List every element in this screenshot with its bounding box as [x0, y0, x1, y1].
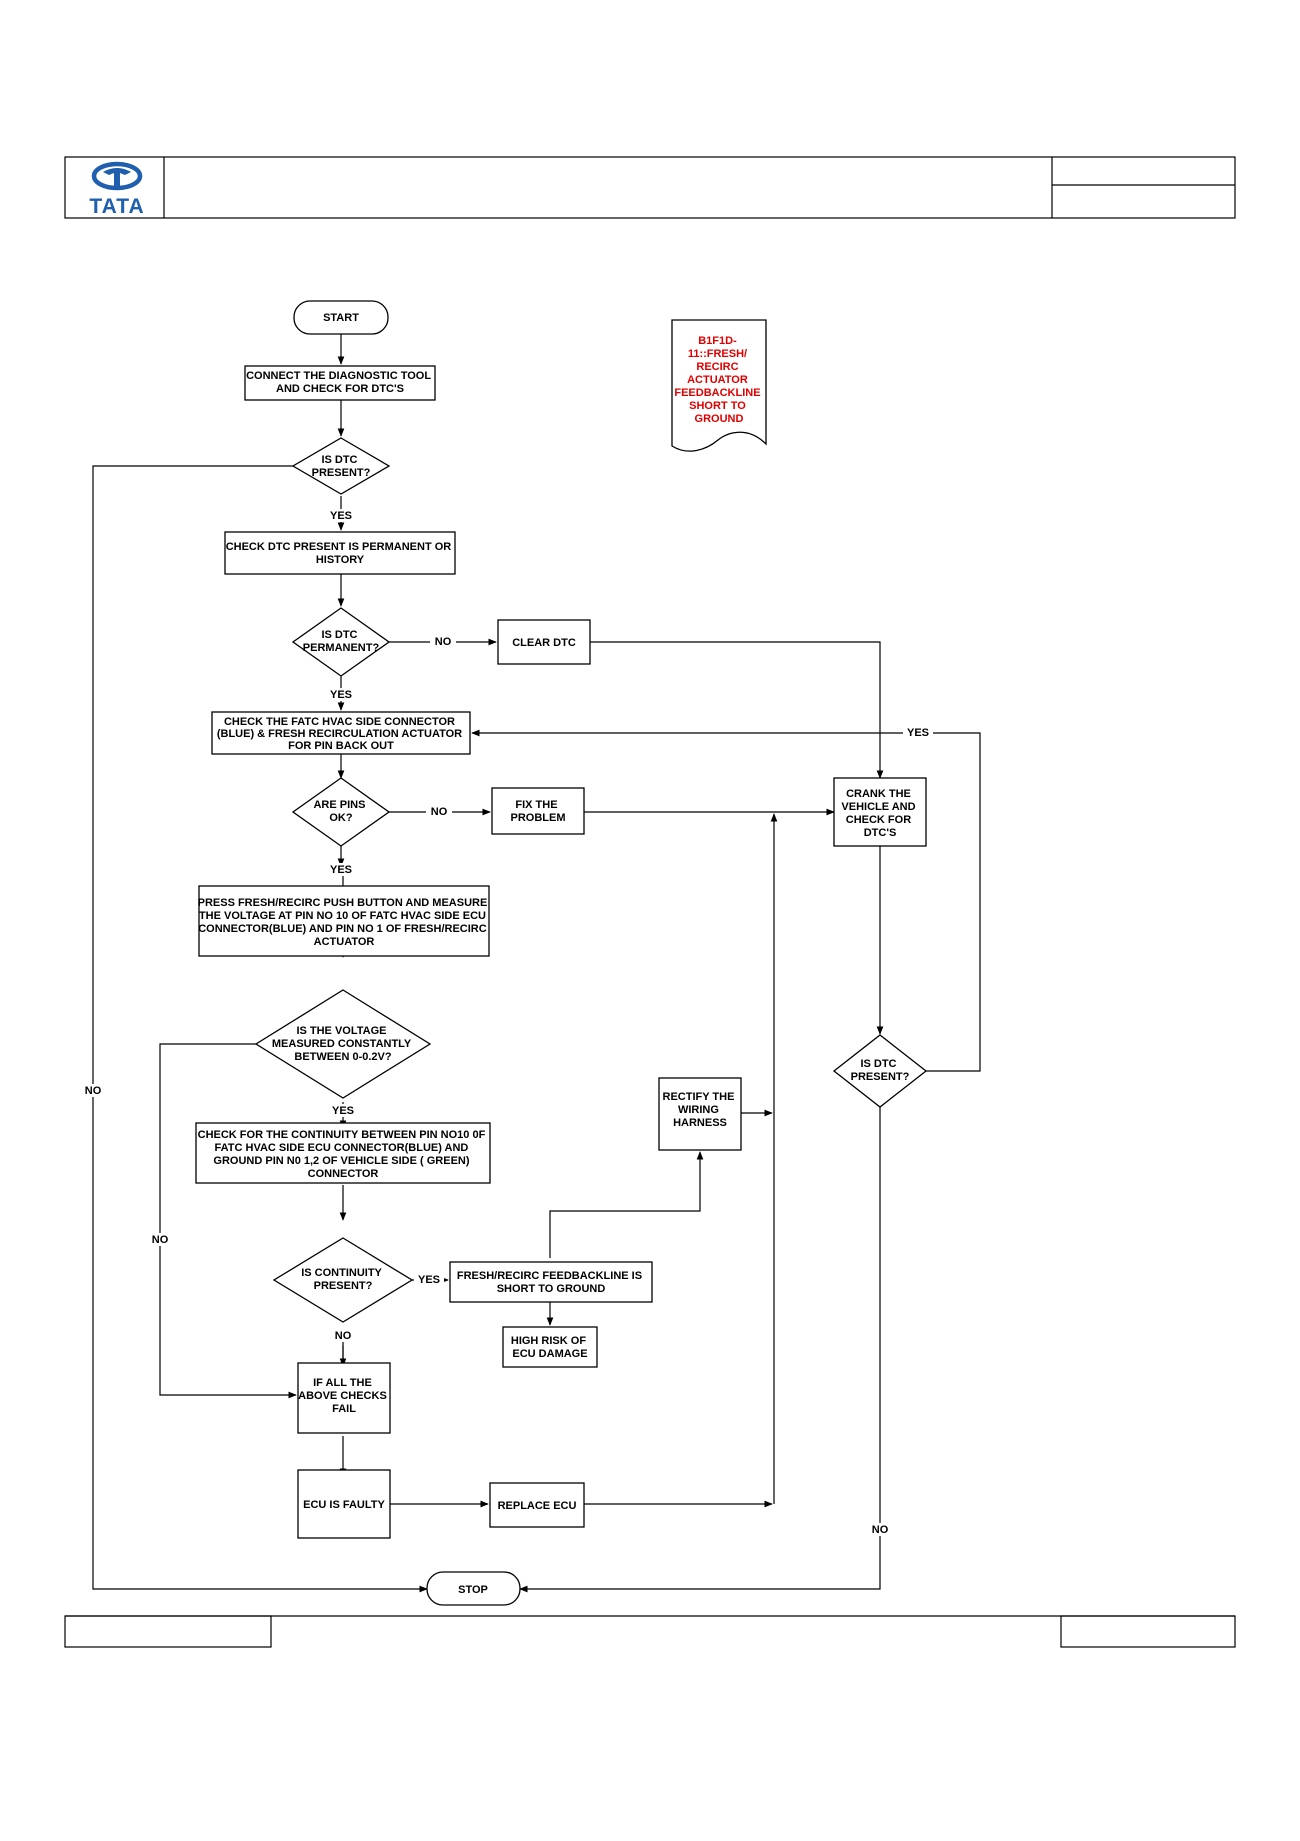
- node-fix-problem: FIX THE PROBLEM: [491, 787, 585, 835]
- node-rectify-wiring: RECTIFY THE WIRING HARNESS: [658, 1077, 742, 1151]
- voltage-label: IS THE VOLTAGE MEASURED CONSTANTLY BETWE…: [272, 1025, 414, 1063]
- label-yes-dtc-present-2: YES: [907, 727, 929, 739]
- edge-labels: YES NO YES NO YES YES YES NO NO NO YES N…: [80, 509, 933, 1536]
- node-replace-ecu: REPLACE ECU: [489, 1482, 585, 1528]
- node-stop: STOP: [426, 1571, 521, 1606]
- crank-vehicle-label: CRANK THE VEHICLE AND CHECK FOR DTC'S: [841, 788, 918, 839]
- decision-voltage: IS THE VOLTAGE MEASURED CONSTANTLY BETWE…: [254, 989, 432, 1099]
- ecu-faulty-label: ECU IS FAULTY: [303, 1499, 385, 1511]
- header-frame: [64, 156, 1236, 219]
- node-measure-voltage: PRESS FRESH/RECIRC PUSH BUTTON AND MEASU…: [198, 885, 491, 957]
- dtc-permanent-label: IS DTC PERMANENT?: [303, 629, 380, 654]
- all-checks-fail-label: IF ALL THE ABOVE CHECKS FAIL: [298, 1377, 390, 1415]
- label-no-voltage: NO: [152, 1234, 169, 1246]
- dtc-present-1-label: IS DTC PRESENT?: [312, 454, 371, 479]
- node-ecu-faulty: ECU IS FAULTY: [297, 1469, 391, 1539]
- check-connector-label: CHECK THE FATC HVAC SIDE CONNECTOR (BLUE…: [217, 716, 465, 752]
- measure-voltage-label: PRESS FRESH/RECIRC PUSH BUTTON AND MEASU…: [198, 897, 491, 948]
- check-continuity-label: CHECK FOR THE CONTINUITY BETWEEN PIN NO1…: [198, 1129, 489, 1180]
- decision-dtc-present-2: IS DTC PRESENT?: [832, 1034, 928, 1108]
- label-no-dtc-present: NO: [85, 1085, 102, 1097]
- node-high-risk: HIGH RISK OF ECU DAMAGE: [502, 1326, 598, 1368]
- label-yes-continuity: YES: [418, 1274, 440, 1286]
- node-check-permanent: CHECK DTC PRESENT IS PERMANENT OR HISTOR…: [224, 531, 456, 575]
- node-start: START: [293, 300, 389, 335]
- label-no-continuity: NO: [335, 1330, 352, 1342]
- connectors: [92, 334, 981, 1593]
- decision-pins-ok: ARE PINS OK?: [291, 777, 391, 847]
- high-risk-label: HIGH RISK OF ECU DAMAGE: [511, 1335, 589, 1360]
- node-short-to-ground: FRESH/RECIRC FEEDBACKLINE IS SHORT TO GR…: [449, 1261, 653, 1303]
- clear-dtc-label: CLEAR DTC: [512, 637, 576, 649]
- node-all-checks-fail: IF ALL THE ABOVE CHECKS FAIL: [297, 1362, 391, 1434]
- tata-logo: TATA: [89, 161, 144, 218]
- node-crank-vehicle: CRANK THE VEHICLE AND CHECK FOR DTC'S: [833, 777, 927, 847]
- label-yes-dtc-present: YES: [330, 510, 352, 522]
- fix-problem-label: FIX THE PROBLEM: [511, 799, 566, 824]
- decision-continuity: IS CONTINUITY PRESENT?: [272, 1237, 414, 1323]
- dtc-note-shape: [671, 319, 767, 452]
- decision-dtc-present-1: IS DTC PRESENT?: [291, 437, 391, 495]
- footer-frame: [64, 1615, 1236, 1648]
- label-no-dtc-present-2: NO: [872, 1524, 889, 1536]
- pins-ok-label: ARE PINS OK?: [313, 799, 368, 824]
- replace-ecu-label: REPLACE ECU: [498, 1500, 577, 1512]
- label-yes-pins: YES: [330, 864, 352, 876]
- label-no-permanent: NO: [435, 636, 452, 648]
- continuity-label: IS CONTINUITY PRESENT?: [301, 1267, 385, 1292]
- logo-text: TATA: [89, 195, 144, 218]
- rectify-wiring-label: RECTIFY THE WIRING HARNESS: [663, 1091, 738, 1129]
- node-check-continuity: CHECK FOR THE CONTINUITY BETWEEN PIN NO1…: [195, 1122, 491, 1184]
- stop-label: STOP: [458, 1584, 488, 1596]
- node-clear-dtc: CLEAR DTC: [497, 619, 591, 665]
- connect-tool-label: CONNECT THE DIAGNOSTIC TOOL AND CHECK FO…: [246, 370, 434, 395]
- check-permanent-label: CHECK DTC PRESENT IS PERMANENT OR HISTOR…: [226, 541, 455, 566]
- node-check-connector: CHECK THE FATC HVAC SIDE CONNECTOR (BLUE…: [211, 711, 471, 755]
- node-connect-tool: CONNECT THE DIAGNOSTIC TOOL AND CHECK FO…: [244, 365, 436, 401]
- tata-emblem-icon: [91, 161, 143, 191]
- dtc-present-2-label: IS DTC PRESENT?: [851, 1058, 910, 1083]
- dtc-note-text: B1F1D- 11::FRESH/ RECIRC ACTUATOR FEEDBA…: [674, 335, 763, 425]
- short-to-ground-label: FRESH/RECIRC FEEDBACKLINE IS SHORT TO GR…: [457, 1270, 645, 1295]
- start-label: START: [323, 312, 359, 324]
- label-yes-permanent: YES: [330, 689, 352, 701]
- decision-dtc-permanent: IS DTC PERMANENT?: [291, 607, 391, 677]
- label-no-pins: NO: [431, 806, 448, 818]
- label-yes-voltage: YES: [332, 1105, 354, 1117]
